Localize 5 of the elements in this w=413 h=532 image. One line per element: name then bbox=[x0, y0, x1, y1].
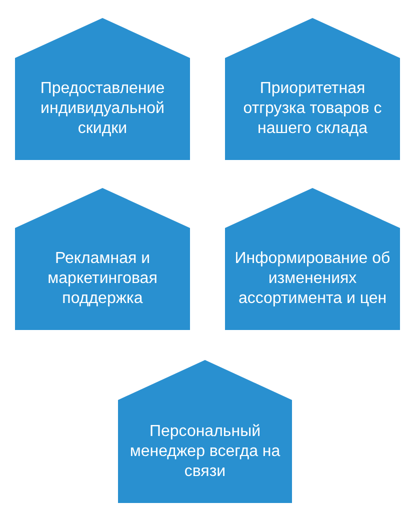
node-text: Приоритетная отгрузка товаров с нашего склада bbox=[242, 79, 383, 139]
node-text: Рекламная и маркетинговая поддержка bbox=[46, 249, 158, 309]
node-text: Персональный менеджер всегда на связи bbox=[128, 422, 282, 482]
node-text: Информирование об изменениях ассортимента и цен bbox=[234, 249, 392, 309]
node-text: Предоставление индивидуальной скидки bbox=[39, 79, 166, 139]
